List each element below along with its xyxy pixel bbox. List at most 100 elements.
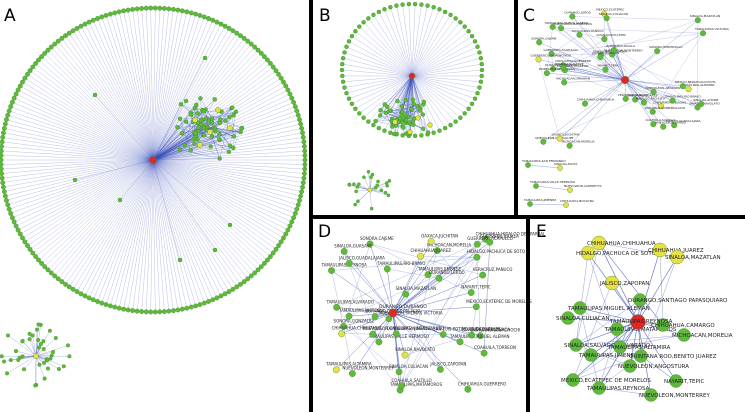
- network-node: [356, 199, 360, 204]
- network-edge: [398, 257, 478, 372]
- network-edge: [390, 75, 413, 111]
- network-edge: [22, 341, 37, 357]
- network-node: [134, 6, 140, 12]
- network-edge: [20, 85, 154, 161]
- network-node: [448, 122, 453, 128]
- network-edge: [1, 150, 154, 161]
- network-node: [395, 98, 400, 104]
- network-edge: [14, 98, 154, 161]
- node-label: SINALOA,CULIACAN: [599, 12, 628, 16]
- network-node: [27, 337, 32, 342]
- network-node: [400, 133, 405, 138]
- network-node: [476, 332, 484, 340]
- network-node: [11, 95, 17, 101]
- network-node: [473, 240, 481, 248]
- network-edge: [420, 255, 477, 258]
- network-edge: [74, 159, 154, 181]
- node-label: QUINTANA ROO,BENITO JUAREZ: [629, 354, 717, 360]
- network-node: [22, 367, 27, 372]
- network-edge: [152, 159, 241, 285]
- network-edge: [411, 75, 429, 133]
- network-node: [6, 108, 12, 114]
- network-edge: [411, 11, 446, 77]
- network-node: [198, 96, 203, 101]
- network-node: [632, 96, 639, 103]
- network-node: [366, 119, 371, 124]
- network-node: [25, 71, 30, 77]
- network-node: [294, 108, 300, 114]
- network-node: [0, 153, 4, 158]
- network-edge: [35, 355, 45, 379]
- network-node: [419, 2, 424, 7]
- network-node: [479, 67, 485, 73]
- node-label: TAMAULIPAS,JIMENEZ: [417, 267, 461, 272]
- network-node: [540, 138, 547, 145]
- network-node: [65, 343, 70, 348]
- network-edge: [552, 26, 626, 81]
- network-node: [38, 342, 43, 347]
- network-edge: [152, 158, 220, 161]
- network-edge: [105, 159, 154, 305]
- node-label: JALISCO,GUADALAJARA: [338, 255, 385, 260]
- network-node: [218, 21, 224, 27]
- network-edge: [152, 159, 209, 302]
- network-edge: [359, 26, 413, 77]
- network-node: [340, 61, 345, 67]
- network-edge: [640, 355, 677, 382]
- network-edge: [141, 8, 154, 161]
- node-label: NUEVOLEON,SALINAS VICTORIA: [379, 311, 443, 316]
- network-edge: [152, 118, 206, 161]
- network-edge: [12, 102, 154, 161]
- network-edge: [411, 75, 456, 122]
- network-node: [4, 198, 9, 203]
- network-edge: [72, 30, 154, 161]
- network-edge: [54, 43, 154, 161]
- network-node: [37, 362, 42, 367]
- network-node: [2, 193, 8, 199]
- network-edge: [402, 4, 413, 77]
- network-node: [478, 79, 484, 84]
- network-node: [281, 79, 286, 85]
- network-edge: [152, 119, 300, 161]
- network-node: [217, 120, 222, 126]
- node-label: GUERRERO,ACAPULCO: [467, 236, 513, 241]
- network-node: [148, 5, 154, 11]
- network-node: [166, 308, 172, 314]
- network-edge: [619, 299, 641, 348]
- network-node: [25, 243, 30, 249]
- network-edge: [567, 317, 639, 323]
- network-edge: [4, 159, 154, 192]
- network-edge: [411, 18, 456, 77]
- network-edge: [357, 189, 371, 202]
- network-edge: [5, 123, 154, 161]
- network-edge: [152, 159, 296, 214]
- network-node: [295, 202, 301, 208]
- network-edge: [529, 203, 567, 206]
- node-label: COAHUILA,TORREON: [557, 64, 588, 68]
- node-label: DURANGO,GOMEZPALACIO: [645, 106, 686, 110]
- network-node: [694, 17, 701, 24]
- network-node: [262, 54, 267, 60]
- network-node: [379, 188, 384, 193]
- network-edge: [405, 293, 441, 370]
- network-node: [223, 118, 228, 123]
- network-node: [386, 193, 391, 198]
- network-edge: [575, 344, 631, 367]
- network-edge: [152, 11, 187, 161]
- network-node: [230, 286, 236, 292]
- network-edge: [136, 159, 154, 312]
- node-label: GUERRERO,IGUALA: [480, 234, 519, 239]
- network-node: [410, 97, 416, 102]
- network-node: [0, 139, 5, 145]
- network-node: [603, 15, 610, 22]
- network-edge: [18, 355, 37, 361]
- network-edge: [152, 10, 179, 161]
- network-edge: [612, 54, 654, 93]
- network-edge: [69, 33, 154, 161]
- network-node: [8, 211, 14, 216]
- network-edge: [119, 11, 154, 161]
- network-node: [640, 99, 647, 106]
- network-edge: [152, 127, 178, 161]
- network-edge: [152, 128, 302, 161]
